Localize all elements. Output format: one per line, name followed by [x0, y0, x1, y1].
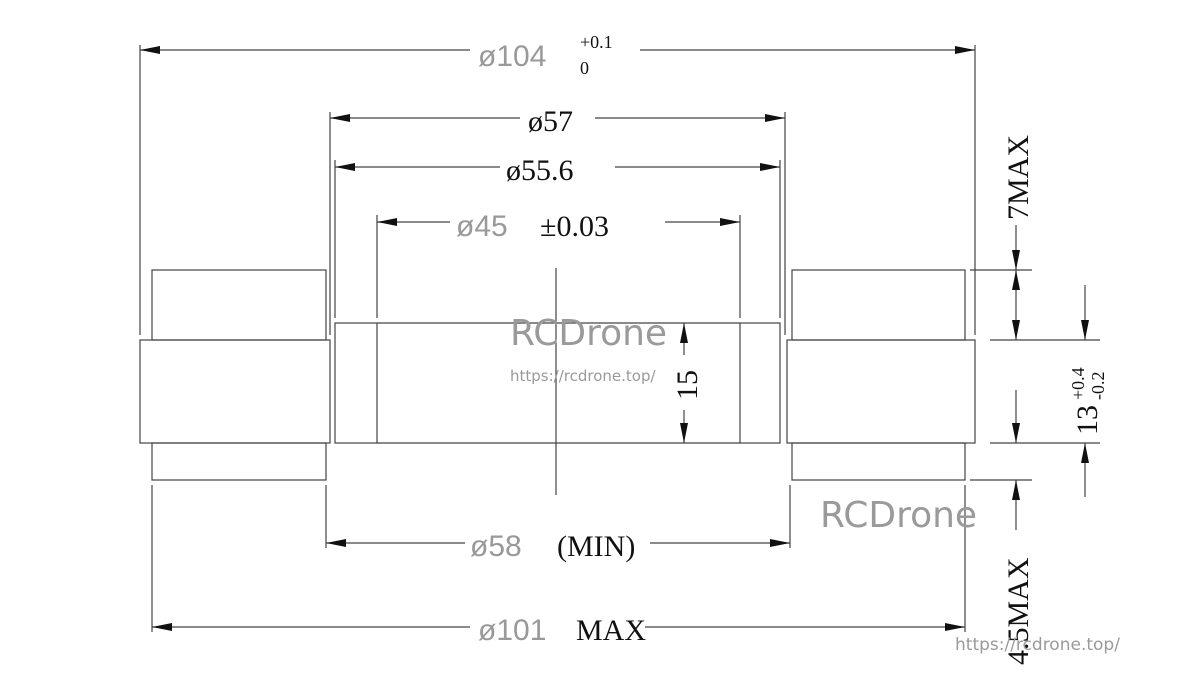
watermark-url: https://rcdrone.top/ [510, 367, 656, 385]
right-section [739, 269, 976, 481]
watermark-url-2: https://rcdrone.top/ [955, 635, 1120, 655]
extension-lines [139, 45, 1100, 632]
left-body [139, 339, 331, 444]
dim-4-5max-label: 4.5MAX [1002, 557, 1035, 665]
dim-57-label: ø57 [528, 105, 573, 138]
watermark-brand-2: RCDrone [820, 495, 977, 536]
watermark-brand: RCDrone [510, 313, 667, 354]
dim-58-note: (MIN) [557, 530, 635, 563]
right-bottom-cushion [791, 442, 966, 481]
left-section [139, 269, 378, 481]
dim-101-label: ø101 [478, 614, 546, 647]
dimension-lines [140, 46, 1089, 631]
left-inner-ring [334, 322, 378, 444]
right-top-cushion [791, 269, 966, 341]
dim-15-label: 15 [671, 370, 704, 400]
dim-45-label: ø45 [456, 210, 508, 243]
dim-104-label: ø104 [478, 40, 546, 73]
dim-101-note: MAX [576, 614, 646, 647]
left-top-cushion [151, 269, 327, 341]
dim-13-label: 13 [1071, 405, 1104, 435]
right-inner-ring [739, 322, 781, 444]
dim-104-upper-tol: +0.1 [580, 32, 613, 52]
dim-104-lower-tol: 0 [580, 58, 589, 78]
dim-13-lower-tol: -0.2 [1088, 372, 1108, 401]
right-body [786, 339, 976, 444]
dim-55-6-label: ø55.6 [506, 154, 574, 187]
dim-13-upper-tol: +0.4 [1068, 367, 1088, 400]
dim-7max-label: 7MAX [1002, 135, 1035, 220]
left-bottom-cushion [151, 442, 327, 481]
dim-58-label: ø58 [470, 530, 522, 563]
dim-45-tol: ±0.03 [540, 210, 609, 243]
